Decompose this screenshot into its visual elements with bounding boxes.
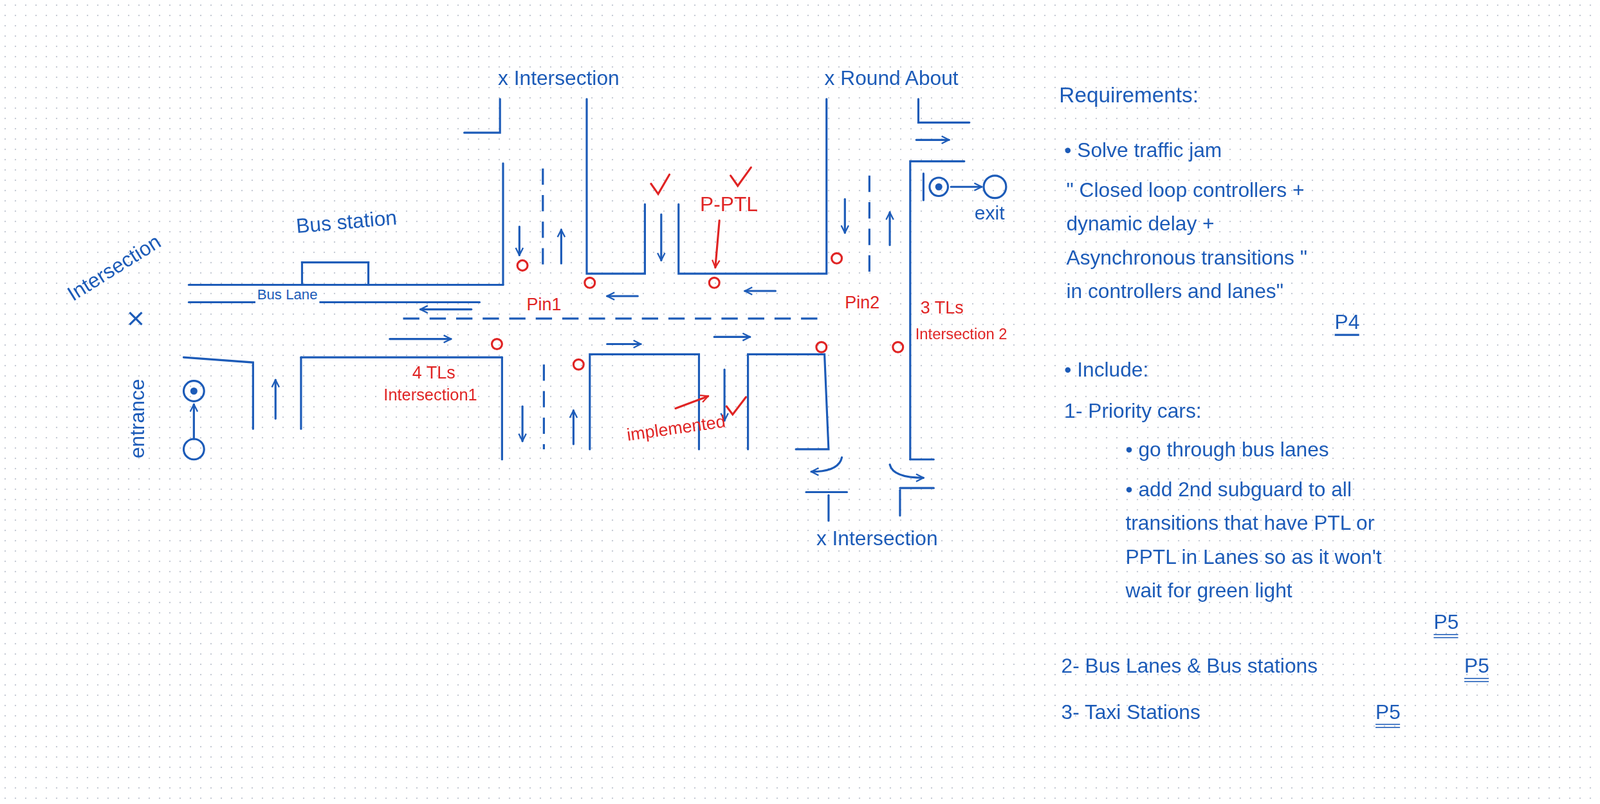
road-edge-part [586,99,645,274]
direction-arrow-part [389,337,451,340]
direction-arrow-part [572,410,575,444]
requirement-item: 3- Taxi Stations [1061,698,1201,724]
traffic-light-marks-part [584,277,596,288]
traffic-light-marks-part [708,277,720,288]
lane-divider-part [403,317,822,320]
requirement-item: 1- Priority cars: [1064,398,1202,423]
direction-arrow-part [420,308,471,311]
entrance-label: entrance [124,378,149,459]
direction-arrow [193,139,982,478]
road-edge-part [898,489,901,516]
direction-arrow-part [744,289,776,292]
heading-note: Requirements: [1058,81,1199,108]
entry-exit-symbol-part [936,183,942,190]
status-note: implemented [625,411,727,447]
road-edge-part [188,301,480,304]
traffic-light-marks-part [573,358,584,370]
lane-divider-part [868,175,871,274]
signal-label: P-PTL [699,191,758,217]
location-label: x Intersection [497,65,620,91]
intersection-name: Intersection1 [383,384,477,405]
entry-exit-symbol-part [983,175,1007,199]
road-edge-part [910,458,934,460]
lane-divider [403,168,870,450]
road-edge-part [299,357,302,429]
road-edge [183,99,969,521]
traffic-light-marks-part [892,341,904,352]
requirement-item: • Solve traffic jam [1064,137,1222,163]
lane-label: Bus Lane [255,285,320,304]
exit-label: exit [974,202,1005,226]
road-edge-part [922,173,925,201]
location-label: x Round About [824,65,959,91]
road-edge-part [188,283,504,286]
traffic-light-marks-part [651,174,670,194]
entry-exit-symbol-part [183,380,204,402]
lane-divider-part [541,168,544,268]
requirement-item: 2- Bus Lanes & Bus stations [1061,652,1319,678]
direction-arrow-part [950,185,982,188]
requirement-item: " Closed loop controllers + dynamic dela… [1066,173,1322,309]
requirement-item: • add 2nd subguard to all transitions th… [1125,472,1422,607]
pin-label: Pin1 [524,294,563,316]
road-edge-part [910,161,965,460]
phase-tag: P4 [1334,309,1361,336]
road-edge-part [806,490,847,493]
direction-arrow-part [844,198,846,233]
station-outline [301,261,370,286]
intersection-name: Intersection 2 [915,324,1010,343]
direction-arrow-part [888,212,891,246]
road-edge-part [918,99,969,123]
pin-label: Pin2 [842,292,882,314]
road-edge-part [301,356,502,359]
entry-exit-symbol [129,175,1006,460]
requirement-item: • Include: [1064,357,1149,382]
phase-tag: P5 [1464,652,1490,682]
station-heading: Bus station [295,204,399,239]
direction-arrow-part [889,464,924,479]
direction-arrow-part [714,335,751,338]
lane-divider-part [542,364,545,450]
entry-exit-symbol-part [929,177,949,197]
phase-tag: P5 [1375,698,1401,727]
traffic-light-marks-part [675,395,709,408]
direction-arrow-part [521,405,524,441]
traffic-light-marks-part [492,339,503,350]
road-edge-part [900,487,934,489]
road-edge-part [827,494,830,521]
traffic-light-marks-part [730,167,752,186]
location-label: x Intersection [816,525,938,551]
direction-arrow-part [193,404,195,439]
direction-arrow-part [607,342,641,345]
direction-arrow-part [274,379,277,419]
road-edge-part [501,357,504,460]
road-edge-part [464,99,501,133]
road-edge-part [748,353,829,450]
entry-exit-symbol-part [183,438,204,460]
traffic-light-marks-part [831,252,843,264]
direction-arrow-part [560,229,563,264]
road-edge-part [501,163,504,286]
traffic-light-marks-part [726,396,746,415]
phase-tag: P5 [1433,609,1459,638]
direction-arrow-part [607,294,639,297]
traffic-light-marks-part [517,259,528,271]
direction-arrow-part [811,457,843,472]
traffic-light-count: 3 TLs [920,297,964,319]
entry-exit-symbol-part [129,312,142,325]
traffic-light-marks [492,167,904,415]
direction-arrow-part [660,214,663,260]
location-label: Intersection [63,229,166,306]
direction-arrow-part [518,226,521,255]
traffic-light-marks-part [715,220,720,268]
traffic-light-marks-part [816,341,827,352]
direction-arrow-part [916,138,949,141]
entry-exit-symbol-part [191,388,197,394]
road-edge-part [678,99,827,274]
requirement-item: • go through bus lanes [1125,436,1329,462]
traffic-light-count: 4 TLs [412,363,456,385]
bus-station-box: Bus station [295,209,397,234]
